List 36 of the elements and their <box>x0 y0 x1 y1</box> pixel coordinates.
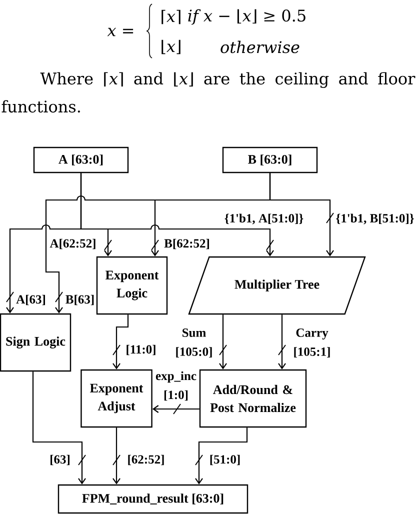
arrow <box>32 372 86 484</box>
math-text: ⌊x⌋ <box>162 40 180 54</box>
arrow <box>112 428 120 484</box>
math-text: if x − ⌊x⌋ ≥ 0.5 <box>188 9 306 25</box>
edge-label: [63] <box>50 454 70 466</box>
arrow <box>219 314 227 370</box>
edge-label: [51:0] <box>210 454 240 466</box>
block-box: Exponent Logic <box>96 256 168 315</box>
parallelogram-block: Multiplier Tree <box>188 256 366 315</box>
edge-label: {1'b1, A[51:0]} <box>224 214 304 224</box>
math-text: x = <box>107 28 134 36</box>
input-box: A [63:0] <box>33 146 129 174</box>
math-text: otherwise <box>220 40 300 54</box>
edge-label: A[63] <box>16 294 45 306</box>
math-text: ⌈x⌉ <box>162 10 180 24</box>
arrow <box>152 405 200 413</box>
edge-label: Sum [105:0] <box>176 328 212 358</box>
arrow <box>269 173 334 256</box>
body-text: Where ⌈x⌉ and ⌊x⌋ are the ceiling and floor functions. <box>2 72 416 113</box>
arrow <box>278 314 286 370</box>
edge-label: B[62:52] <box>164 238 209 250</box>
edge-label: {1'b1, B[51:0]} <box>336 214 414 224</box>
output-box: FPM_round_result [63:0] <box>58 484 248 514</box>
edge-label: B[63] <box>66 294 94 306</box>
edge-label: [11:0] <box>126 344 156 356</box>
block-box: Sign Logic <box>0 313 72 372</box>
input-box: B [63:0] <box>222 146 318 174</box>
edge-label: exp_inc [1:0] <box>156 371 196 401</box>
arrow <box>112 314 129 370</box>
edge-label: A[62:52] <box>50 238 96 250</box>
block-box: Add/Round & Post Normalize <box>199 369 307 428</box>
edge-label: Carry [105:1] <box>294 328 330 358</box>
edge-label: [62:52] <box>128 454 164 466</box>
block-box: Exponent Adjust <box>80 369 152 428</box>
arrow <box>195 428 248 484</box>
arrow <box>80 173 274 256</box>
